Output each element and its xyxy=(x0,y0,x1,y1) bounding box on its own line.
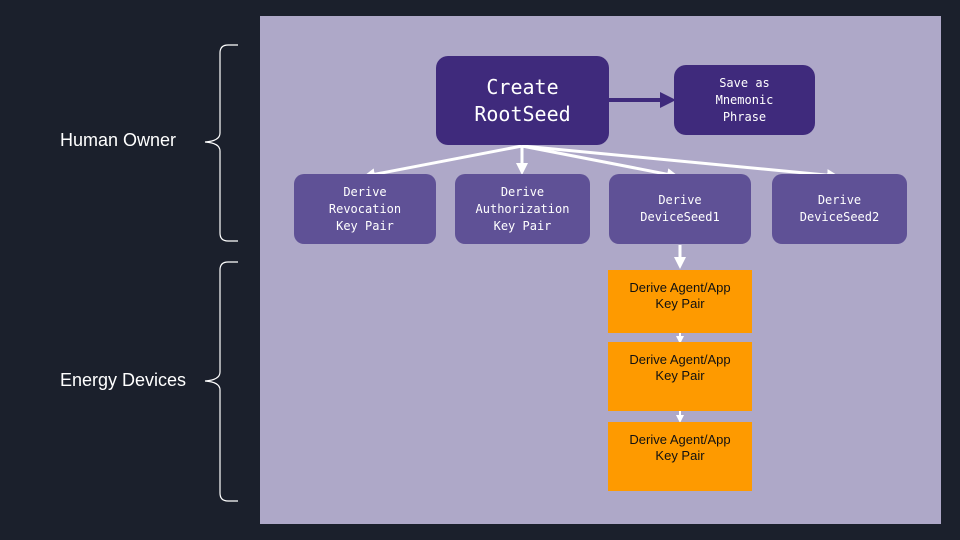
derive-agent-app-node-2: Derive Agent/App Key Pair xyxy=(608,342,752,411)
derive-deviceseed2-node: Derive DeviceSeed2 xyxy=(772,174,907,244)
arrow-root-to-deviceseed1 xyxy=(521,144,679,181)
derive-revocation-node: Derive Revocation Key Pair xyxy=(294,174,436,244)
derive-agent-app-node-3: Derive Agent/App Key Pair xyxy=(608,422,752,491)
human-owner-label: Human Owner xyxy=(60,130,177,150)
human-owner-brace xyxy=(204,44,238,242)
arrow-root-to-revocation xyxy=(363,144,523,181)
energy-devices-brace xyxy=(204,261,238,502)
derive-authorization-node: Derive Authorization Key Pair xyxy=(455,174,590,244)
create-rootseed-node: Create RootSeed xyxy=(436,56,609,145)
save-mnemonic-node: Save as Mnemonic Phrase xyxy=(674,65,815,135)
derive-agent-app-node-1: Derive Agent/App Key Pair xyxy=(608,270,752,333)
energy-devices-label: Energy Devices xyxy=(60,370,187,390)
braces xyxy=(204,44,238,502)
derive-deviceseed1-node: Derive DeviceSeed1 xyxy=(609,174,751,244)
arrow-root-to-deviceseed2 xyxy=(521,144,839,182)
